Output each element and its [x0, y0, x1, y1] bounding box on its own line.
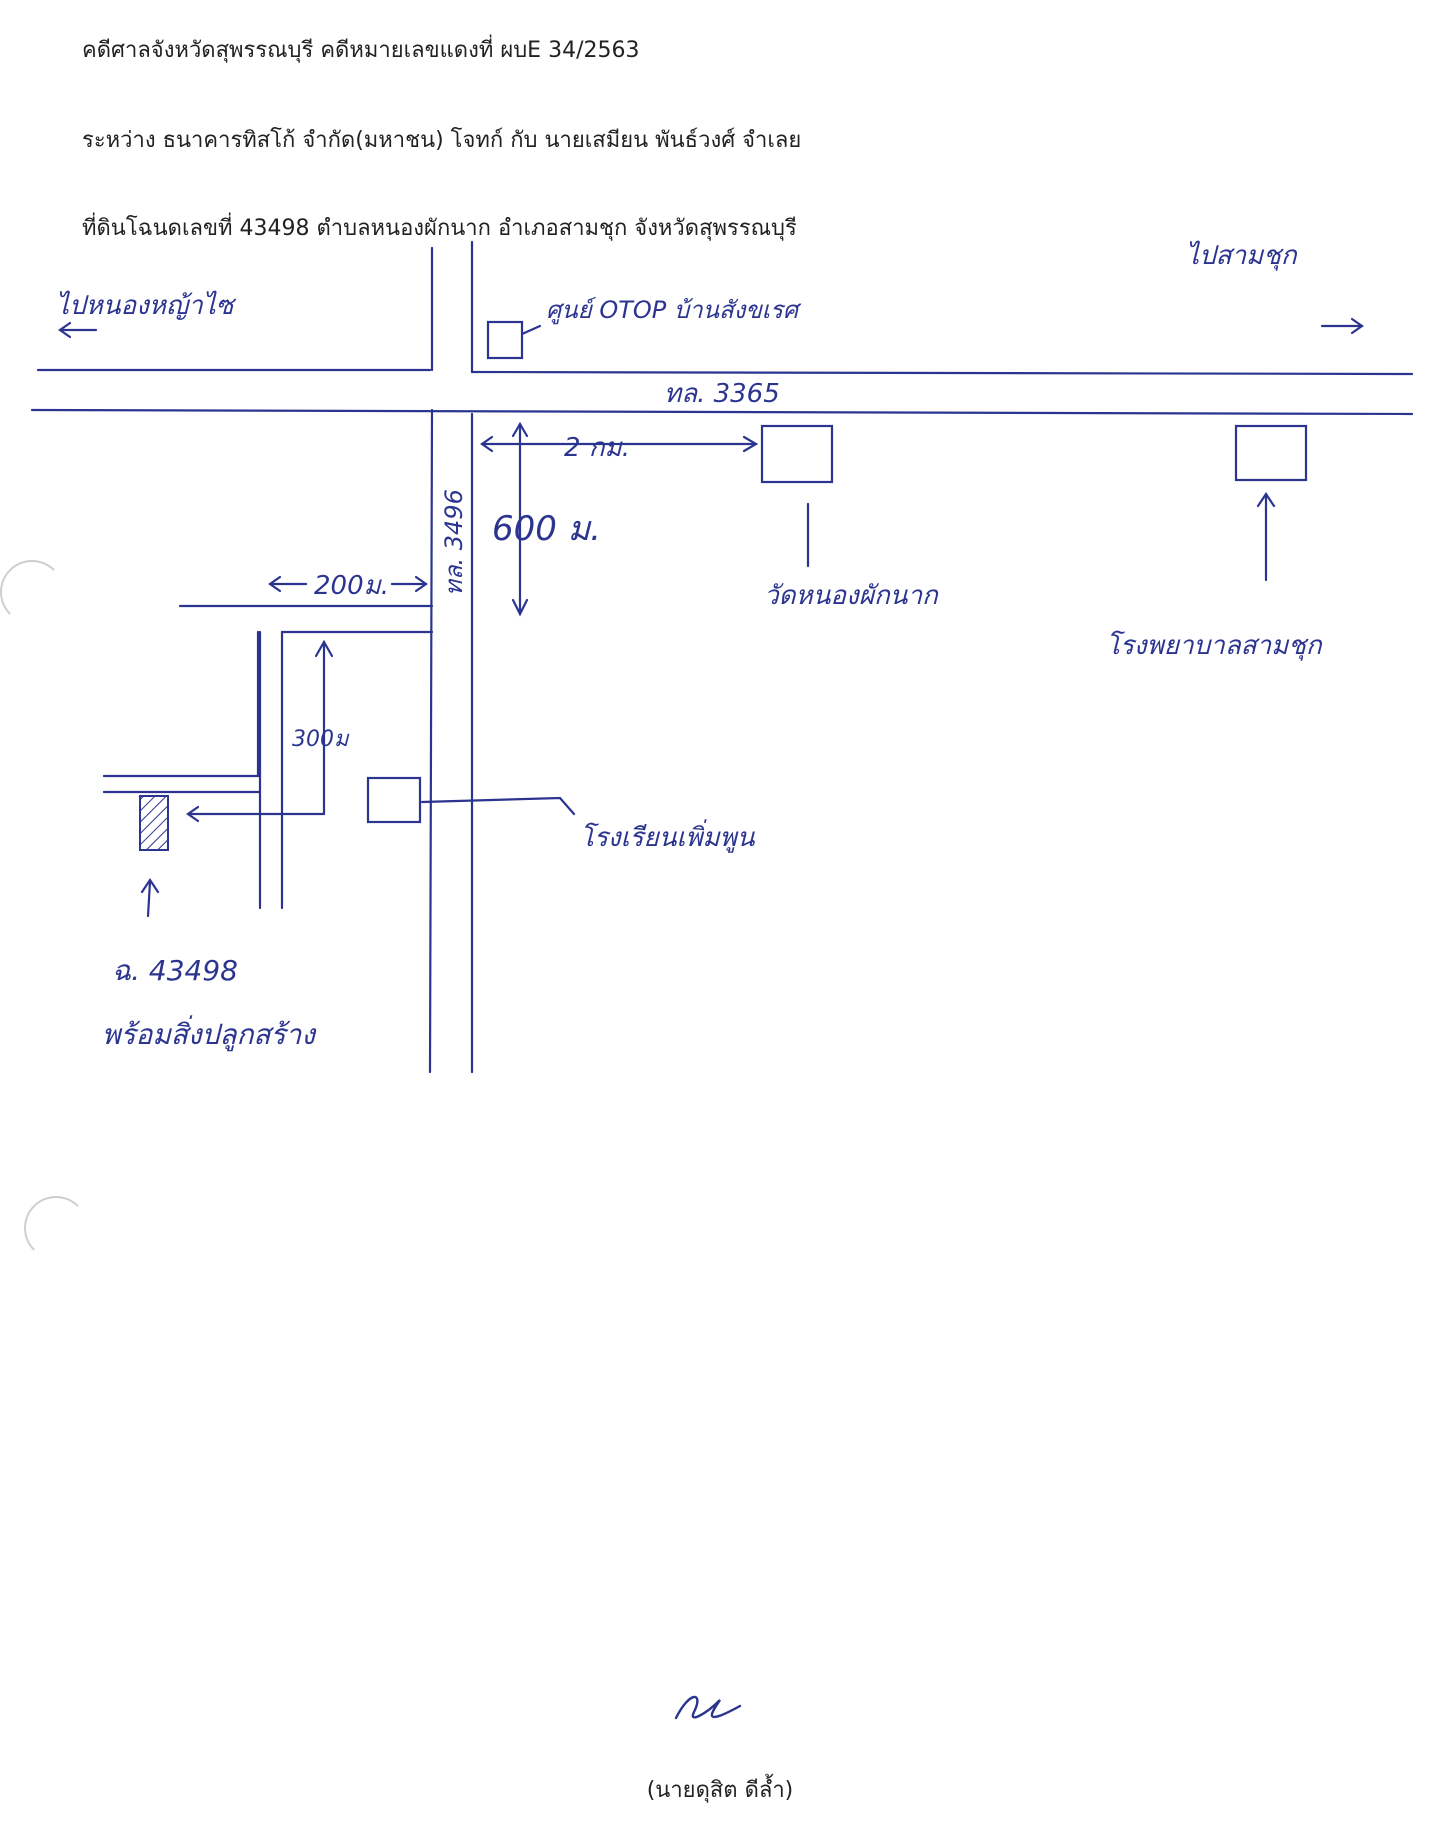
- label-temple: วัดหนองผักนาก: [764, 581, 939, 611]
- hospital-arrowhead: [1256, 492, 1276, 508]
- signature-scribble: [674, 1695, 742, 1720]
- otop-box: [486, 320, 524, 360]
- label-parcel-desc: พร้อมสิ่งปลูกสร้าง: [102, 1015, 317, 1052]
- label-school: โรงเรียนเพิ่มพูน: [580, 819, 756, 853]
- label-parcel-number: ฉ. 43498: [112, 954, 238, 987]
- school-box: [366, 776, 422, 824]
- label-hospital: โรงพยาบาลสามชุก: [1106, 630, 1323, 661]
- label-600m: 600 ม.: [492, 509, 601, 549]
- label-road-3496: ทล. 3496: [440, 489, 468, 596]
- main-road-lower: [30, 408, 1414, 416]
- land-title-line: ที่ดินโฉนดเลขที่ 43498 ตำบลหนองผักนาก อำ…: [82, 216, 797, 241]
- otop-pointer: [520, 324, 542, 336]
- parcel-arrow: [146, 880, 152, 918]
- label-300m: 300ม: [292, 727, 350, 752]
- label-road-3365: ทล. 3365: [664, 379, 780, 409]
- label-200m: 200ม.: [314, 571, 389, 601]
- case-parties-line: ระหว่าง ธนาคารทิสโก้ จำกัด(มหาชน) โจทก์ …: [82, 128, 802, 153]
- label-2km: 2 กม.: [564, 433, 630, 463]
- temple-box: [760, 424, 834, 484]
- school-pointer: [420, 796, 576, 816]
- hospital-box: [1234, 424, 1308, 482]
- label-to-samchuk: ไปสามชุก: [1186, 240, 1298, 271]
- case-court-line: คดีศาลจังหวัดสุพรรณบุรี คดีหมายเลขแดงที่…: [82, 38, 640, 63]
- punch-hole-bottom: [24, 1196, 88, 1260]
- label-to-nongyasai: ไปหนองหญ้าไซ: [56, 290, 237, 321]
- land-parcel-hatched: [139, 795, 169, 851]
- side-road-left-lower: [428, 408, 434, 1074]
- signer-name: (นายดุสิต ดีล้ำ): [646, 1778, 794, 1803]
- main-road-upper-right: [470, 370, 1414, 376]
- punch-hole-top: [0, 560, 64, 624]
- label-otop: ศูนย์ OTOP บ้านสังขเรศ: [546, 296, 802, 325]
